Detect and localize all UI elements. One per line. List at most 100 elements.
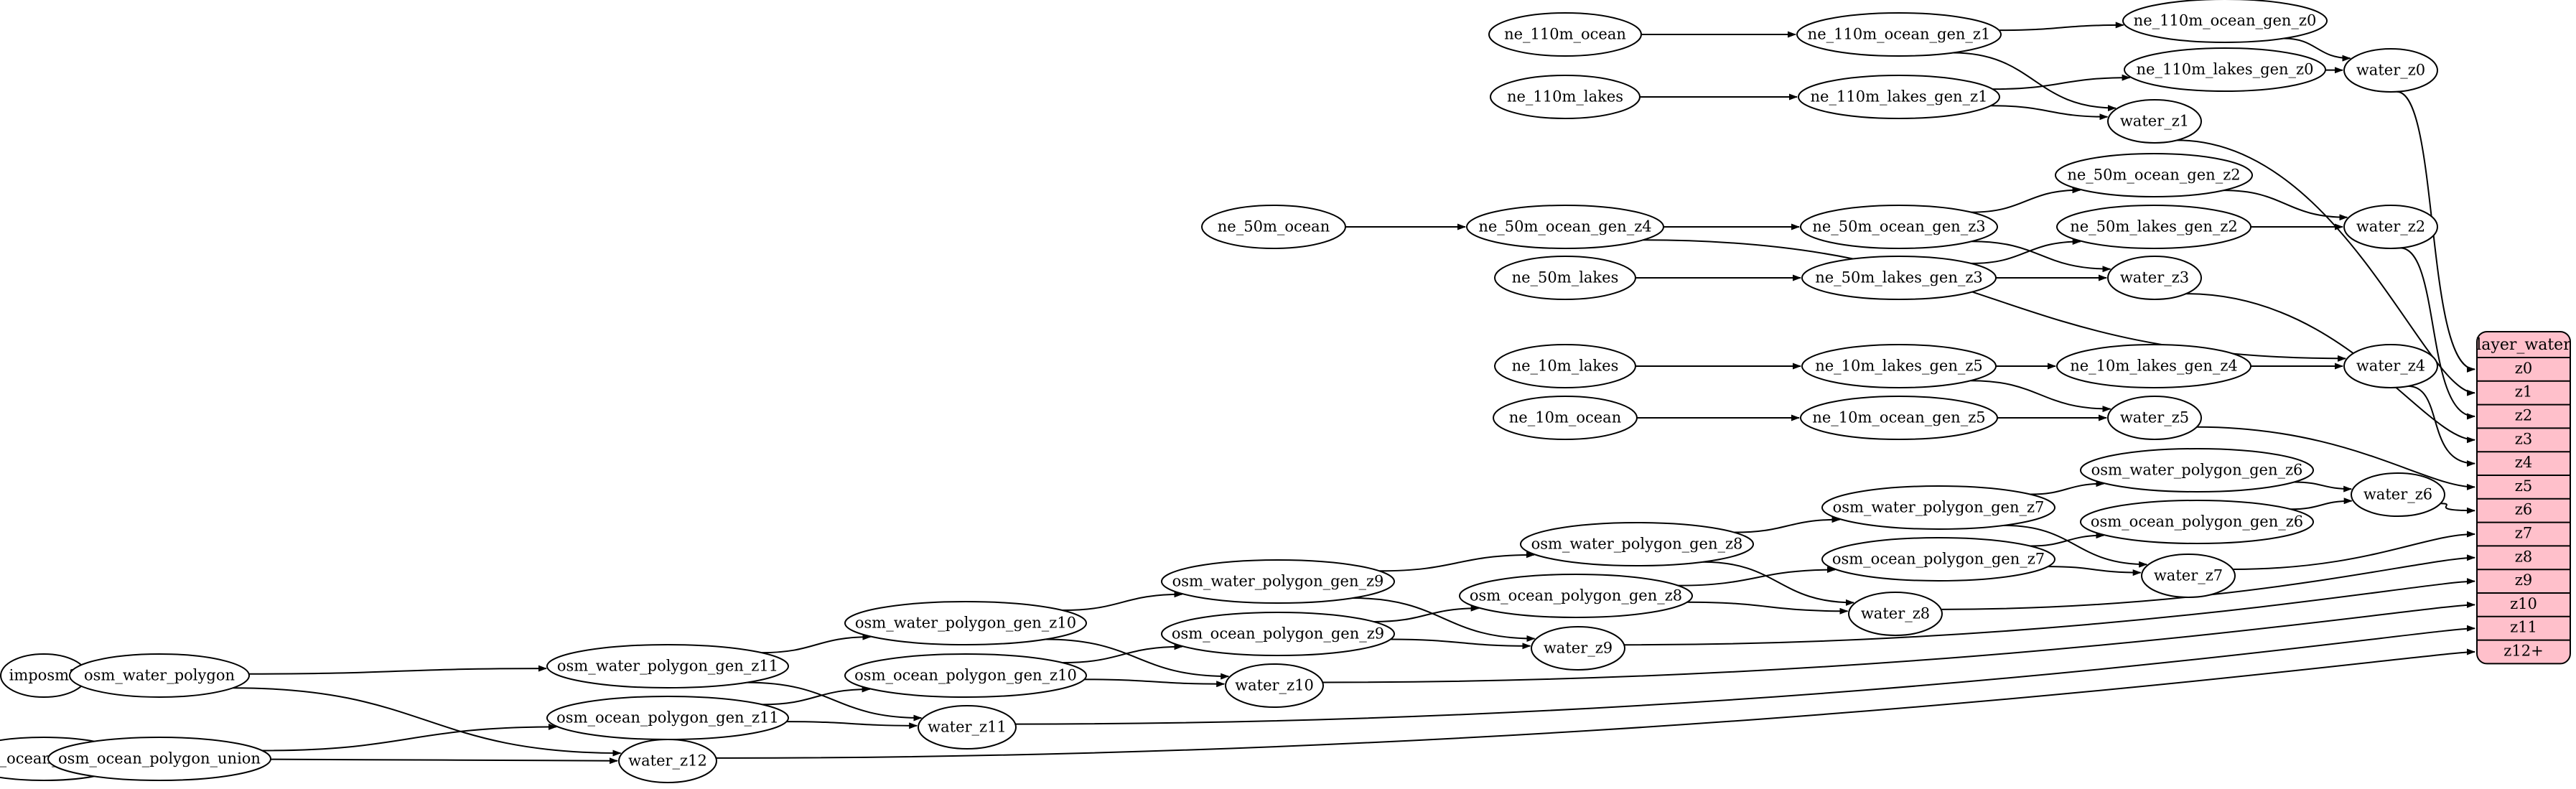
table-row-z11[interactable]: z11 (2510, 619, 2537, 636)
node-ellipse (546, 644, 789, 688)
table-row-z9[interactable]: z9 (2515, 571, 2532, 589)
node-water_z6[interactable]: water_z6 (2351, 472, 2445, 517)
node-osm_ocean_polygon_gen_z11[interactable]: osm_ocean_polygon_gen_z11 (546, 696, 789, 740)
table-row-z4[interactable]: z4 (2515, 454, 2532, 471)
node-ellipse (1494, 344, 1636, 388)
node-water_z0[interactable]: water_z0 (2343, 48, 2438, 93)
table-row-z0[interactable]: z0 (2515, 360, 2532, 377)
edge-osm_ocean_polygon_gen_z8-to-water_z8 (1687, 601, 1849, 615)
node-ne_110m_lakes_gen_z0[interactable]: ne_110m_lakes_gen_z0 (2124, 47, 2326, 92)
node-label: osm_water_polygon_gen_z11 (557, 658, 778, 675)
node-water_z3[interactable]: water_z3 (2107, 256, 2202, 300)
node-osm_water_polygon_gen_z6[interactable]: osm_water_polygon_gen_z6 (2080, 448, 2314, 492)
node-ne_110m_ocean_gen_z1[interactable]: ne_110m_ocean_gen_z1 (1796, 12, 2002, 57)
table-row-z12+[interactable]: z12+ (2503, 643, 2543, 660)
node-ne_10m_lakes_gen_z4[interactable]: ne_10m_lakes_gen_z4 (2056, 344, 2251, 388)
node-osm_water_polygon_gen_z11[interactable]: osm_water_polygon_gen_z11 (546, 644, 789, 688)
node-ellipse (1493, 396, 1638, 440)
node-label: osm_ocean_polygon_gen_z10 (854, 667, 1077, 684)
node-ellipse (2124, 47, 2326, 92)
node-label: water_z5 (2120, 409, 2189, 426)
node-water_z7[interactable]: water_z7 (2141, 554, 2236, 598)
node-label: water_z0 (2356, 62, 2425, 79)
node-ellipse (1821, 485, 2055, 530)
node-label: osm_water_polygon_gen_z10 (855, 615, 1076, 632)
edge-osm_water_polygon_gen_z9-to-osm_water_polygon_gen_z8 (1379, 551, 1535, 572)
node-ne_110m_ocean[interactable]: ne_110m_ocean (1488, 12, 1642, 57)
node-ellipse (2343, 48, 2438, 93)
node-water_z10[interactable]: water_z10 (1225, 663, 1324, 708)
node-ne_50m_ocean_gen_z2[interactable]: ne_50m_ocean_gen_z2 (2055, 153, 2253, 197)
node-label: ne_10m_ocean (1509, 409, 1621, 426)
node-ellipse (1488, 12, 1642, 57)
layer-water-table-box (2476, 331, 2571, 665)
node-ne_50m_lakes_gen_z3[interactable]: ne_50m_lakes_gen_z3 (1801, 256, 1997, 300)
node-ne_10m_ocean[interactable]: ne_10m_ocean (1493, 396, 1638, 440)
table-row-z3[interactable]: z3 (2515, 430, 2532, 447)
node-ellipse (1821, 537, 2055, 582)
table-row-z8[interactable]: z8 (2515, 548, 2532, 565)
node-ne_10m_lakes_gen_z5[interactable]: ne_10m_lakes_gen_z5 (1801, 344, 1997, 388)
node-ne_10m_ocean_gen_z5[interactable]: ne_10m_ocean_gen_z5 (1800, 396, 1998, 440)
node-label: osm_ocean_polygon_gen_z6 (2091, 513, 2303, 531)
node-water_z11[interactable]: water_z11 (918, 705, 1017, 750)
node-osm_water_polygon_gen_z9[interactable]: osm_water_polygon_gen_z9 (1161, 559, 1395, 604)
node-osm_ocean_polygon_gen_z10[interactable]: osm_ocean_polygon_gen_z10 (844, 653, 1087, 698)
node-ellipse (918, 705, 1017, 750)
node-water_z12[interactable]: water_z12 (618, 739, 717, 783)
node-water_z8[interactable]: water_z8 (1848, 592, 1943, 636)
node-imposm3[interactable]: imposm3 (0, 653, 88, 698)
node-ne_50m_lakes_gen_z2[interactable]: ne_50m_lakes_gen_z2 (2056, 205, 2251, 249)
table-row-z6[interactable]: z6 (2515, 501, 2532, 518)
node-ne_110m_ocean_gen_z0[interactable]: ne_110m_ocean_gen_z0 (2122, 0, 2328, 43)
node-ne_50m_ocean_gen_z4[interactable]: ne_50m_ocean_gen_z4 (1466, 205, 1664, 249)
table-row-z5[interactable]: z5 (2515, 477, 2532, 495)
node-ne_10m_lakes[interactable]: ne_10m_lakes (1494, 344, 1636, 388)
node-osm_ocean_polygon_gen_z7[interactable]: osm_ocean_polygon_gen_z7 (1821, 537, 2055, 582)
edge-osm_ocean_polygon_gen_z7-to-water_z7 (2048, 566, 2142, 576)
node-label: water_z8 (1861, 605, 1930, 622)
node-label: ne_50m_lakes (1512, 269, 1619, 286)
node-label: water_z7 (2154, 567, 2223, 584)
edge-ne_50m_ocean_gen_z3-to-water_z3 (1971, 241, 2111, 273)
node-water_z5[interactable]: water_z5 (2107, 396, 2202, 440)
edge-ne_110m_ocean_gen_z0-to-water_z0 (2283, 37, 2351, 62)
edge-osm_ocean_polygon_gen_z7-to-osm_ocean_polygon_gen_z6 (2030, 532, 2105, 547)
table-row-z7[interactable]: z7 (2515, 525, 2532, 542)
node-label: osm_ocean_polygon_gen_z8 (1470, 587, 1682, 604)
node-osm_ocean_polygon_gen_z8[interactable]: osm_ocean_polygon_gen_z8 (1459, 574, 1693, 618)
edge-water_z6-to-layer_water-z6 (2440, 503, 2475, 514)
edge-osm_ocean_polygon_gen_z9-to-water_z9 (1390, 638, 1531, 650)
node-osm_water_polygon_gen_z7[interactable]: osm_water_polygon_gen_z7 (1821, 485, 2055, 530)
edge-osm_water_polygon_gen_z11-to-water_z11 (747, 681, 923, 722)
node-ne_110m_lakes[interactable]: ne_110m_lakes (1490, 75, 1641, 119)
edge-layer (49, 22, 2475, 765)
node-ne_110m_lakes_gen_z1[interactable]: ne_110m_lakes_gen_z1 (1798, 75, 2000, 119)
node-ellipse (1800, 205, 1998, 249)
table-row-z1[interactable]: z1 (2515, 383, 2532, 401)
node-water_z2[interactable]: water_z2 (2343, 205, 2438, 249)
node-osm_water_polygon_gen_z8[interactable]: osm_water_polygon_gen_z8 (1520, 522, 1754, 566)
node-ellipse (69, 653, 250, 698)
edge-osm_ocean_polygon_gen_z6-to-water_z6 (2290, 498, 2353, 510)
node-water_z9[interactable]: water_z9 (1531, 626, 1625, 671)
node-label: ne_10m_ocean_gen_z5 (1812, 409, 1985, 426)
node-osm_water_polygon[interactable]: osm_water_polygon (69, 653, 250, 698)
node-ne_50m_ocean[interactable]: ne_50m_ocean (1201, 205, 1346, 249)
node-ne_50m_lakes[interactable]: ne_50m_lakes (1494, 256, 1636, 300)
node-osm_ocean_polygon_gen_z6[interactable]: osm_ocean_polygon_gen_z6 (2080, 500, 2314, 544)
table-row-z10[interactable]: z10 (2510, 595, 2537, 612)
node-water_z1[interactable]: water_z1 (2107, 99, 2202, 144)
node-osm_water_polygon_gen_z10[interactable]: osm_water_polygon_gen_z10 (844, 601, 1087, 645)
edge-osm_water_polygon_gen_z6-to-water_z6 (2294, 481, 2353, 492)
edge-osm_water_polygon_gen_z7-to-water_z7 (2003, 524, 2148, 568)
edge-osm_ocean_polygon_gen_z8-to-osm_ocean_polygon_gen_z7 (1678, 566, 1836, 587)
node-water_z4[interactable]: water_z4 (2343, 344, 2438, 388)
node-osm_ocean_polygon_union[interactable]: osm_ocean_polygon_union (47, 737, 271, 781)
edge-osm_ocean_polygon_gen_z9-to-osm_ocean_polygon_gen_z8 (1373, 604, 1480, 622)
node-label: ne_50m_ocean_gen_z2 (2067, 167, 2240, 184)
table-row-z2[interactable]: z2 (2515, 407, 2532, 424)
node-ne_50m_ocean_gen_z3[interactable]: ne_50m_ocean_gen_z3 (1800, 205, 1998, 249)
node-osm_ocean_polygon_gen_z9[interactable]: osm_ocean_polygon_gen_z9 (1161, 612, 1395, 656)
edge-osm_water_polygon_gen_z10-to-osm_water_polygon_gen_z9 (1062, 591, 1183, 612)
